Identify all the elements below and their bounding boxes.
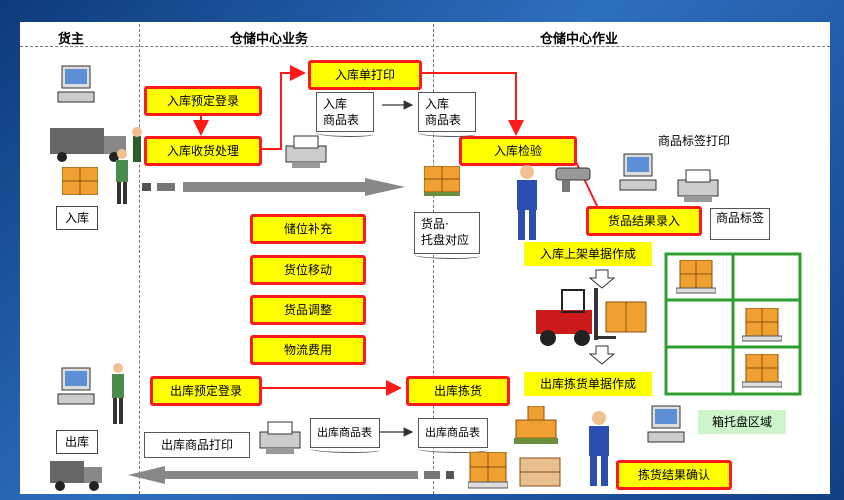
inbound-reservation-box: 入库预定登录 bbox=[144, 86, 262, 116]
worker-icon bbox=[589, 411, 609, 486]
printer-icon bbox=[285, 135, 327, 168]
diagram-panel: 货主 仓储中心业务 仓储中心作业 bbox=[20, 22, 830, 494]
inbound-goods-doc: 入库 商品表 bbox=[418, 92, 476, 137]
cargo-boxes-icon bbox=[424, 166, 460, 196]
inbound-inspection-box: 入库检验 bbox=[459, 136, 577, 166]
product-label-tag: 商品标签 bbox=[710, 208, 770, 240]
shipper-outbound-label: 出库 bbox=[56, 430, 98, 454]
inbound-goods-doc: 入库 商品表 bbox=[316, 92, 374, 137]
storage-replenish-box: 储位补充 bbox=[250, 214, 366, 244]
goods-adjust-box: 货品调整 bbox=[250, 295, 366, 325]
cargo-boxes-icon bbox=[62, 167, 98, 195]
computer-icon bbox=[57, 367, 95, 405]
cargo-boxes-icon bbox=[468, 452, 508, 489]
product-label-print-text: 商品标签打印 bbox=[658, 134, 731, 148]
shipper-inbound-label: 入库 bbox=[56, 206, 98, 230]
header-shipper: 货主 bbox=[58, 32, 85, 47]
cargo-boxes-icon bbox=[676, 260, 716, 294]
divider-shipper bbox=[139, 24, 140, 494]
outbound-goods-doc: 出库商品表 bbox=[418, 418, 488, 453]
outbound-goods-doc: 出库商品表 bbox=[310, 418, 380, 453]
worker-icon bbox=[517, 165, 537, 240]
computer-icon bbox=[647, 405, 685, 443]
computer-icon bbox=[619, 153, 657, 191]
forklift-icon bbox=[536, 288, 647, 346]
pallet-area-label: 箱托盘区域 bbox=[698, 410, 786, 434]
location-move-box: 货位移动 bbox=[250, 255, 366, 285]
printer-icon bbox=[259, 421, 301, 454]
pallet-match-doc: 货品· 托盘对应 bbox=[414, 212, 480, 259]
truck-icon bbox=[50, 461, 102, 491]
outbound-goods-print-box: 出库商品打印 bbox=[144, 432, 250, 458]
logistics-fee-box: 物流费用 bbox=[250, 335, 366, 365]
header-business: 仓储中心业务 bbox=[230, 32, 309, 47]
putaway-doc-label: 入库上架单据作成 bbox=[524, 242, 652, 266]
flow-arrows bbox=[128, 65, 802, 484]
worker-icon bbox=[116, 149, 128, 204]
cargo-boxes-icon bbox=[519, 457, 561, 487]
picking-result-confirm-box: 拣货结果确认 bbox=[616, 460, 732, 490]
picking-doc-label: 出库拣货单据作成 bbox=[524, 372, 652, 396]
inbound-receiving-box: 入库收货处理 bbox=[144, 136, 262, 166]
cargo-boxes-icon bbox=[742, 308, 782, 342]
computer-icon bbox=[57, 65, 95, 103]
printer-icon bbox=[677, 169, 719, 202]
product-label-text: 商品标签 bbox=[715, 211, 764, 225]
divider-center bbox=[433, 24, 434, 494]
header-divider bbox=[20, 46, 830, 47]
worker-icon bbox=[112, 363, 124, 424]
cargo-boxes-icon bbox=[742, 354, 782, 388]
cargo-boxes-icon bbox=[514, 406, 558, 444]
inbound-print-box: 入库单打印 bbox=[308, 60, 422, 90]
outbound-reservation-box: 出库预定登录 bbox=[150, 376, 262, 406]
header-operation: 仓储中心作业 bbox=[540, 32, 619, 47]
goods-result-entry-box: 货品结果录入 bbox=[586, 206, 702, 236]
outbound-picking-box: 出库拣货 bbox=[406, 376, 510, 406]
scanner-icon bbox=[555, 167, 591, 192]
